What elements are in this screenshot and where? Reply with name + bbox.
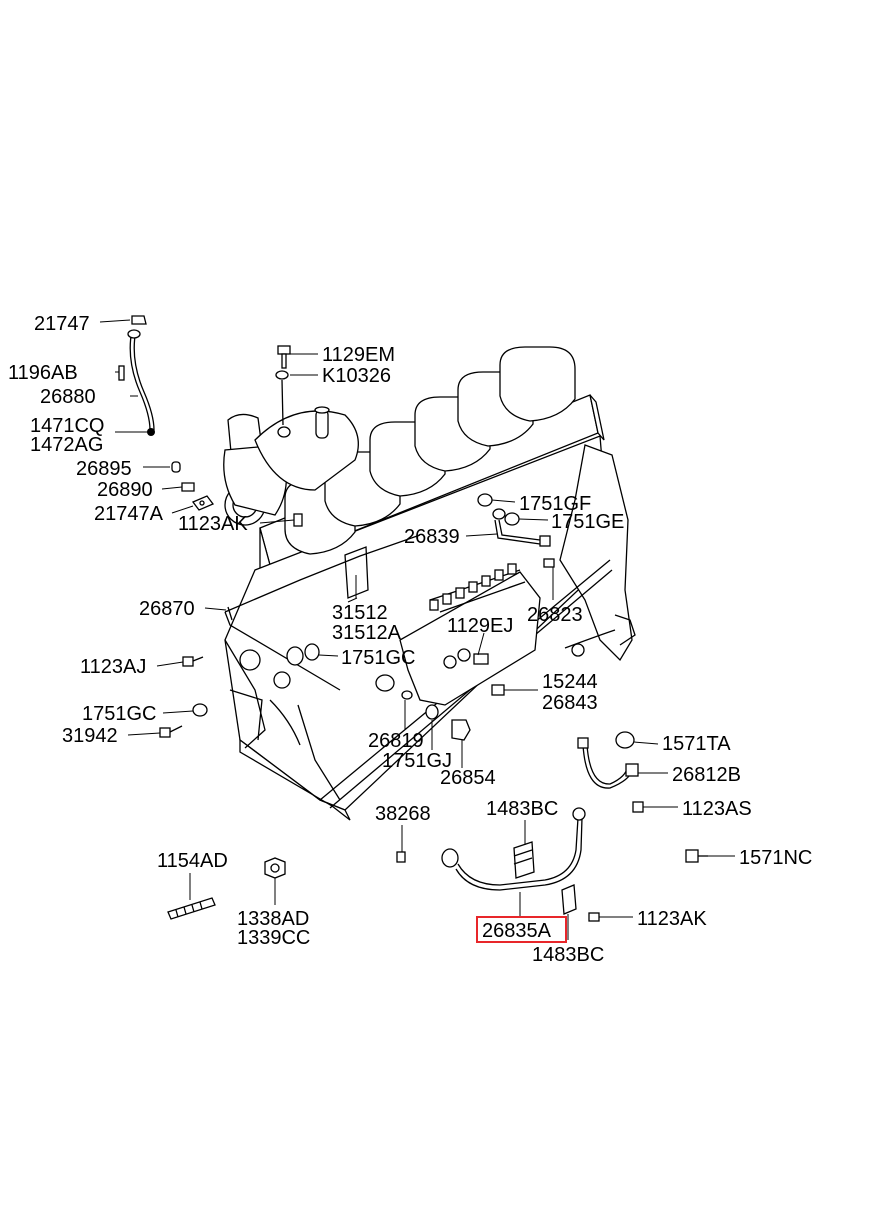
part-label-26812b[interactable]: 26812B xyxy=(672,764,741,786)
part-label-1129ej[interactable]: 1129EJ xyxy=(447,615,513,637)
part-label-1338ad[interactable]: 1338AD xyxy=(237,908,309,930)
highlight-box-26835a xyxy=(476,916,567,943)
part-label-1123ak-bottom[interactable]: 1123AK xyxy=(637,908,707,930)
part-label-1751gc-a[interactable]: 1751GC xyxy=(341,647,416,669)
part-label-21747[interactable]: 21747 xyxy=(34,313,90,335)
part-label-15244[interactable]: 15244 xyxy=(542,671,598,693)
part-label-26819[interactable]: 26819 xyxy=(368,730,424,752)
part-label-26843[interactable]: 26843 xyxy=(542,692,598,714)
part-label-1751gc-b[interactable]: 1751GC xyxy=(82,703,157,725)
engine-block-drawing xyxy=(223,346,636,821)
part-label-1471cq[interactable]: 1471CQ xyxy=(30,415,105,437)
part-label-31512[interactable]: 31512 xyxy=(332,602,388,624)
part-label-38268[interactable]: 38268 xyxy=(375,803,431,825)
part-label-1154ad[interactable]: 1154AD xyxy=(157,850,228,872)
part-label-1751gj[interactable]: 1751GJ xyxy=(382,750,452,772)
part-label-31512a[interactable]: 31512A xyxy=(332,622,402,644)
part-label-1472ag[interactable]: 1472AG xyxy=(30,434,103,456)
part-label-26880[interactable]: 26880 xyxy=(40,386,96,408)
part-label-1483bc-top[interactable]: 1483BC xyxy=(486,798,558,820)
part-label-1123as[interactable]: 1123AS xyxy=(682,798,752,820)
part-label-21747a[interactable]: 21747A xyxy=(94,503,164,525)
part-label-1123ak-top[interactable]: 1123AK xyxy=(178,513,248,535)
part-label-26870[interactable]: 26870 xyxy=(139,598,195,620)
part-label-31942[interactable]: 31942 xyxy=(62,725,118,747)
oil-pressure-cable-26835a[interactable] xyxy=(441,807,586,891)
small-parts xyxy=(118,315,708,922)
part-label-26890[interactable]: 26890 xyxy=(97,479,153,501)
part-label-1483bc-bottom[interactable]: 1483BC xyxy=(532,944,604,966)
part-label-26823[interactable]: 26823 xyxy=(527,604,583,626)
part-label-1571nc[interactable]: 1571NC xyxy=(739,847,812,869)
part-label-1339cc[interactable]: 1339CC xyxy=(237,927,310,949)
part-label-1751gf[interactable]: 1751GF xyxy=(519,493,591,515)
part-label-1751ge[interactable]: 1751GE xyxy=(551,511,624,533)
part-label-1123aj[interactable]: 1123AJ xyxy=(80,656,146,678)
leader-lines xyxy=(99,319,735,940)
part-label-k10326[interactable]: K10326 xyxy=(322,365,391,387)
part-labels: 21747 1196AB 26880 1471CQ 1472AG 26895 2… xyxy=(8,313,812,966)
part-label-26895[interactable]: 26895 xyxy=(76,458,132,480)
part-label-26854[interactable]: 26854 xyxy=(440,767,496,789)
part-label-1571ta[interactable]: 1571TA xyxy=(662,733,731,755)
part-label-26839[interactable]: 26839 xyxy=(404,526,460,548)
part-label-26835a[interactable]: 26835A xyxy=(482,920,552,942)
injector-outlets xyxy=(429,563,517,611)
part-label-1129em[interactable]: 1129EM xyxy=(322,344,395,366)
part-label-1196ab[interactable]: 1196AB xyxy=(8,362,78,384)
